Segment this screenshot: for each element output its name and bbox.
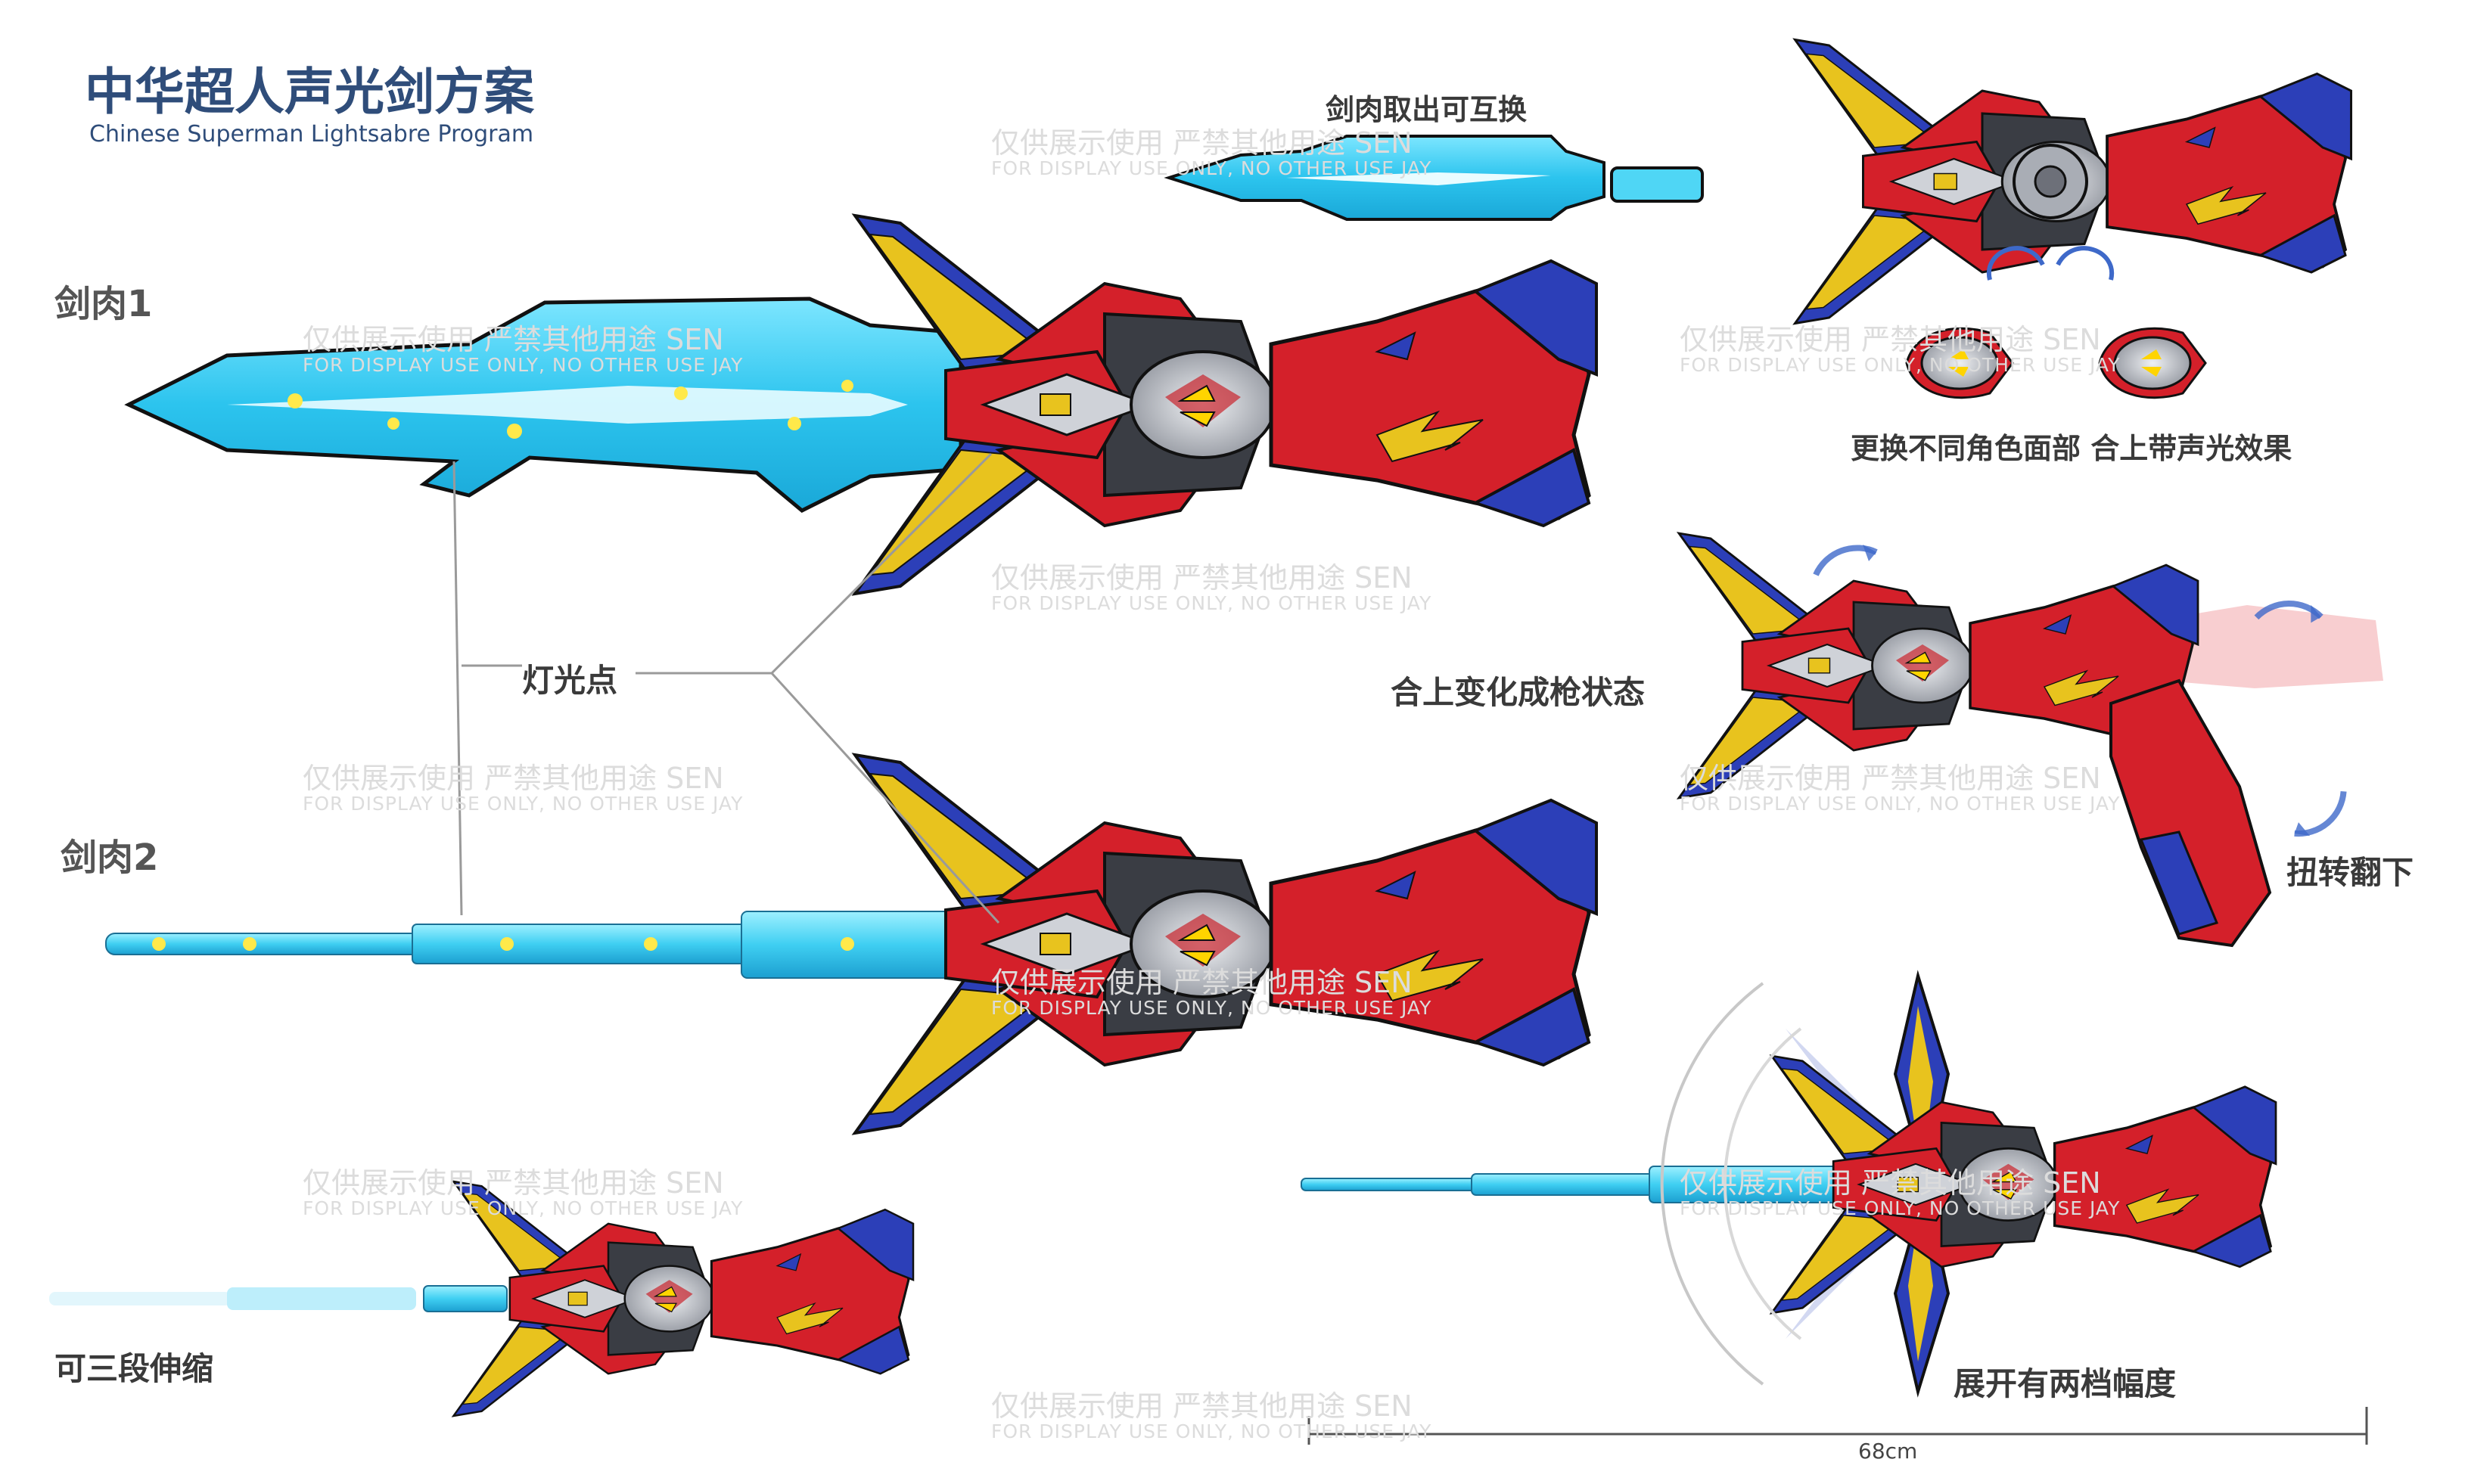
label-gun-mode: 合上变化成枪状态 <box>1391 674 1646 711</box>
label-blade-1: 剑肉1 <box>54 283 153 325</box>
label-swap-face: 更换不同角色面部 合上带声光效果 <box>1851 432 2292 465</box>
label-spread: 展开有两档幅度 <box>1954 1365 2177 1402</box>
label-blade-2: 剑肉2 <box>61 837 159 879</box>
gun-mode-sword <box>1677 532 2383 948</box>
sword-blade-2 <box>105 755 1596 1133</box>
sword-top-face <box>1793 38 2353 325</box>
face-mask-icon <box>1905 327 2207 399</box>
page-title: 中华超人声光剑方案 <box>85 63 534 121</box>
label-light-points: 灯光点 <box>522 662 618 699</box>
label-twist: 扭转翻下 <box>2286 854 2414 891</box>
telescopic-sword <box>49 1180 915 1417</box>
sword-blade-1 <box>124 216 1596 594</box>
page-subtitle: Chinese Superman Lightsabre Program <box>89 121 534 147</box>
dimension-label: 68cm <box>1858 1439 1918 1464</box>
dimension-bar <box>1307 1407 2368 1445</box>
spread-wings-sword <box>1301 970 2277 1398</box>
label-removable: 剑肉取出可互换 <box>1326 93 1528 126</box>
blade-removed <box>1164 135 1704 221</box>
label-telescopic: 可三段伸缩 <box>54 1350 214 1387</box>
leader-lines <box>452 452 1000 924</box>
